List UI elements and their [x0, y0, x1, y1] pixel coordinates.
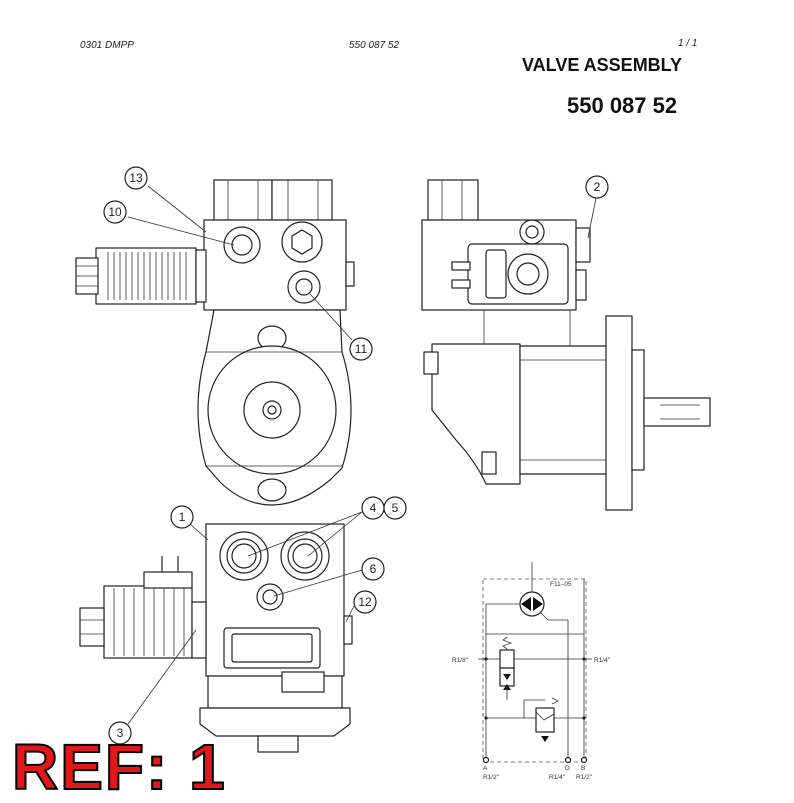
callout-13: 13 — [124, 166, 148, 190]
callout-2: 2 — [585, 175, 609, 199]
callout-12: 12 — [353, 590, 377, 614]
callouts: 13 10 11 2 1 4 5 6 12 3 — [103, 166, 609, 745]
doc-code: 0301 DMPP — [80, 40, 134, 51]
callout-3: 3 — [108, 721, 132, 745]
reference-label: REF: 1 — [11, 731, 227, 803]
callout-11: 11 — [349, 337, 373, 361]
drawing-title: VALVE ASSEMBLY — [522, 55, 683, 75]
callout-5: 5 — [383, 496, 407, 520]
top-right-view — [421, 179, 711, 511]
hydraulic-schematic: F11–05 R1/8" R1/4" A D B R1/2" R1/4" R1/… — [452, 562, 611, 781]
top-left-view — [75, 179, 355, 506]
page-indicator: 1 / 1 — [678, 38, 698, 49]
svg-text:6: 6 — [370, 562, 377, 576]
port-a-label: A — [483, 765, 488, 772]
port-d-size: R1/4" — [549, 774, 566, 781]
bottom-left-view — [79, 523, 353, 753]
port-d-label: D — [565, 765, 570, 772]
svg-text:13: 13 — [129, 171, 143, 185]
callout-6: 6 — [361, 557, 385, 581]
port-right-size: R1/4" — [594, 657, 611, 664]
callout-4: 4 — [361, 496, 385, 520]
svg-text:10: 10 — [108, 205, 122, 219]
header-part-number: 550 087 52 — [349, 40, 400, 51]
callout-10: 10 — [103, 200, 127, 224]
svg-text:5: 5 — [392, 501, 399, 515]
svg-text:1: 1 — [179, 510, 186, 524]
svg-text:4: 4 — [370, 501, 377, 515]
svg-text:11: 11 — [355, 342, 368, 356]
drawing-number: 550 087 52 — [567, 93, 678, 118]
port-b-label: B — [581, 765, 585, 772]
svg-text:12: 12 — [358, 595, 372, 609]
port-left-size: R1/8" — [452, 657, 469, 664]
pump-label: F11–05 — [550, 581, 572, 588]
svg-text:3: 3 — [117, 726, 124, 740]
svg-text:2: 2 — [594, 180, 601, 194]
callout-1: 1 — [170, 505, 194, 529]
port-b-size: R1/2" — [576, 774, 593, 781]
port-a-size: R1/2" — [483, 774, 500, 781]
